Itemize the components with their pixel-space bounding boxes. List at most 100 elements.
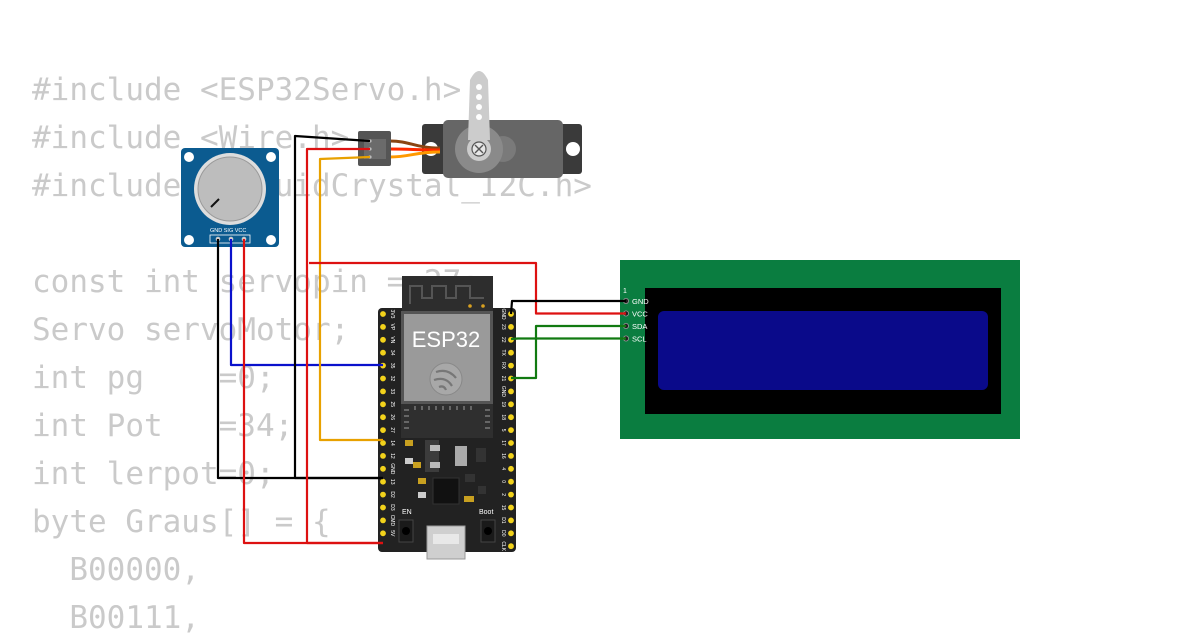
potentiometer[interactable]: GND SIG VCC xyxy=(181,148,279,247)
esp32-pin-left-8[interactable] xyxy=(380,414,386,421)
esp32-pin-label: 19 xyxy=(500,402,506,408)
esp32-pin-left-13[interactable] xyxy=(380,478,386,485)
esp32-pin-label: 3V3 xyxy=(389,310,395,319)
esp32-pin-right-17[interactable] xyxy=(508,530,514,537)
esp32-pin-right-18[interactable] xyxy=(508,543,514,550)
esp32-pin-left-2[interactable] xyxy=(380,336,386,343)
esp32-antenna-dot xyxy=(481,304,485,308)
wire-lcd-sda[interactable] xyxy=(511,324,626,380)
esp32-antenna-area xyxy=(402,276,493,312)
esp32-smd xyxy=(413,462,421,468)
esp32-pin-left-7[interactable] xyxy=(380,401,386,408)
esp32-smd xyxy=(405,440,413,446)
servo-connector-slot xyxy=(364,139,386,159)
esp32-pin-right-15[interactable] xyxy=(508,504,514,511)
wire-lcd-scl[interactable] xyxy=(510,337,626,341)
esp32-pin-left-9[interactable] xyxy=(380,427,386,433)
wire-pot-gnd[interactable] xyxy=(216,239,383,480)
esp32-pin-left-10[interactable] xyxy=(380,440,386,446)
esp32-pin-label: 13 xyxy=(389,479,395,485)
wire-servo-vcc[interactable] xyxy=(305,147,383,545)
lcd-screen xyxy=(658,311,988,390)
esp32-smd xyxy=(478,486,486,494)
pot-pin-labels: GND SIG VCC xyxy=(210,228,246,234)
code-line: #include <ESP32Servo.h> xyxy=(32,72,462,108)
esp32-pin-label: VN xyxy=(389,336,395,343)
wires xyxy=(216,134,626,545)
esp32-pin-label: 23 xyxy=(500,324,506,330)
esp32-smd xyxy=(464,496,474,502)
esp32-pin-label: D0 xyxy=(500,530,506,537)
lcd-display[interactable]: 1 GND VCC SDA SCL xyxy=(620,260,1020,439)
esp32-pin-left-5[interactable] xyxy=(380,375,386,382)
esp32-pin-label: TX xyxy=(500,350,506,357)
esp32-antenna-dot xyxy=(468,304,472,308)
esp32-pin-label: 35 xyxy=(389,363,395,369)
esp32-pin-left-17[interactable] xyxy=(380,530,386,537)
esp32-pin-right-13[interactable] xyxy=(508,478,514,485)
code-line: int Pot =34; xyxy=(32,408,294,444)
esp32-smd xyxy=(476,448,486,462)
espressif-logo-mark xyxy=(433,369,457,391)
esp32-pin-label: D3 xyxy=(389,504,395,511)
esp32-pin-right-1[interactable] xyxy=(508,324,514,330)
esp32-pin-left-1[interactable] xyxy=(380,324,386,330)
esp32-pin-left-11[interactable] xyxy=(380,453,386,459)
servo-horn-hole xyxy=(476,114,482,120)
esp32-antenna-trace xyxy=(409,285,484,304)
code-line: Servo servoMotor; xyxy=(32,312,350,348)
esp32-pin-right-8[interactable] xyxy=(508,414,514,421)
esp32-pin-label: 16 xyxy=(500,453,506,459)
wire-pot-signal[interactable] xyxy=(229,239,383,367)
esp32-pin-right-16[interactable] xyxy=(508,517,514,524)
servo-motor[interactable] xyxy=(358,71,582,178)
esp32-pin-label: 5V xyxy=(389,530,395,537)
pot-mount-hole xyxy=(266,235,276,245)
esp32-capacitor xyxy=(455,446,467,466)
esp32-pin-left-12[interactable] xyxy=(380,465,386,472)
lcd-pin-label: GND xyxy=(632,297,649,306)
esp32-pin-left-0[interactable] xyxy=(380,311,386,317)
code-line: B00000, xyxy=(32,552,200,588)
esp32-pin-label: 17 xyxy=(500,440,506,446)
servo-horn-hole xyxy=(476,94,482,100)
esp32-pin-label: VP xyxy=(389,324,395,331)
wire-pot-vcc[interactable] xyxy=(242,239,383,545)
pot-mount-hole xyxy=(184,235,194,245)
wire-servo-gnd[interactable] xyxy=(293,134,383,480)
servo-mount-hole xyxy=(566,142,580,156)
wire-lcd-gnd[interactable] xyxy=(509,299,626,315)
esp32-en-label: EN xyxy=(402,509,412,516)
wire-lcd-vcc[interactable] xyxy=(309,261,626,315)
esp32-pin-right-9[interactable] xyxy=(508,427,514,433)
servo-cable xyxy=(389,147,441,152)
esp32-pin-label: D1 xyxy=(500,517,506,524)
esp32-pin-left-3[interactable] xyxy=(380,349,386,356)
esp32-pin-label: 32 xyxy=(389,376,395,382)
esp32-pin-left-14[interactable] xyxy=(380,491,386,498)
esp32-smd xyxy=(418,478,426,484)
esp32-pin-left-16[interactable] xyxy=(380,517,386,524)
lcd-pin-label: SCL xyxy=(632,335,647,344)
pot-knob[interactable] xyxy=(197,156,263,222)
esp32-pin-right-6[interactable] xyxy=(508,388,514,395)
esp32-pin-label: 0 xyxy=(500,480,506,483)
esp32-pin-right-4[interactable] xyxy=(508,362,514,369)
lcd-pin-label: VCC xyxy=(632,310,648,319)
esp32-pin-right-14[interactable] xyxy=(508,491,514,498)
esp32-pin-right-3[interactable] xyxy=(508,349,514,356)
esp32-pin-label: 33 xyxy=(389,389,395,395)
esp32-pin-label: 4 xyxy=(500,467,506,470)
esp32-pin-right-10[interactable] xyxy=(508,440,514,446)
esp32-pin-right-7[interactable] xyxy=(508,401,514,408)
esp32-pin-label: 25 xyxy=(389,402,395,408)
esp32-pin-right-11[interactable] xyxy=(508,453,514,459)
esp32-pin-label: 5 xyxy=(500,429,506,432)
esp32-pin-left-15[interactable] xyxy=(380,504,386,511)
esp32-pin-left-6[interactable] xyxy=(380,388,386,395)
esp32-pin-label: 27 xyxy=(389,427,395,433)
wire-servo-signal[interactable] xyxy=(318,155,383,442)
esp32-pin-right-12[interactable] xyxy=(508,465,514,472)
